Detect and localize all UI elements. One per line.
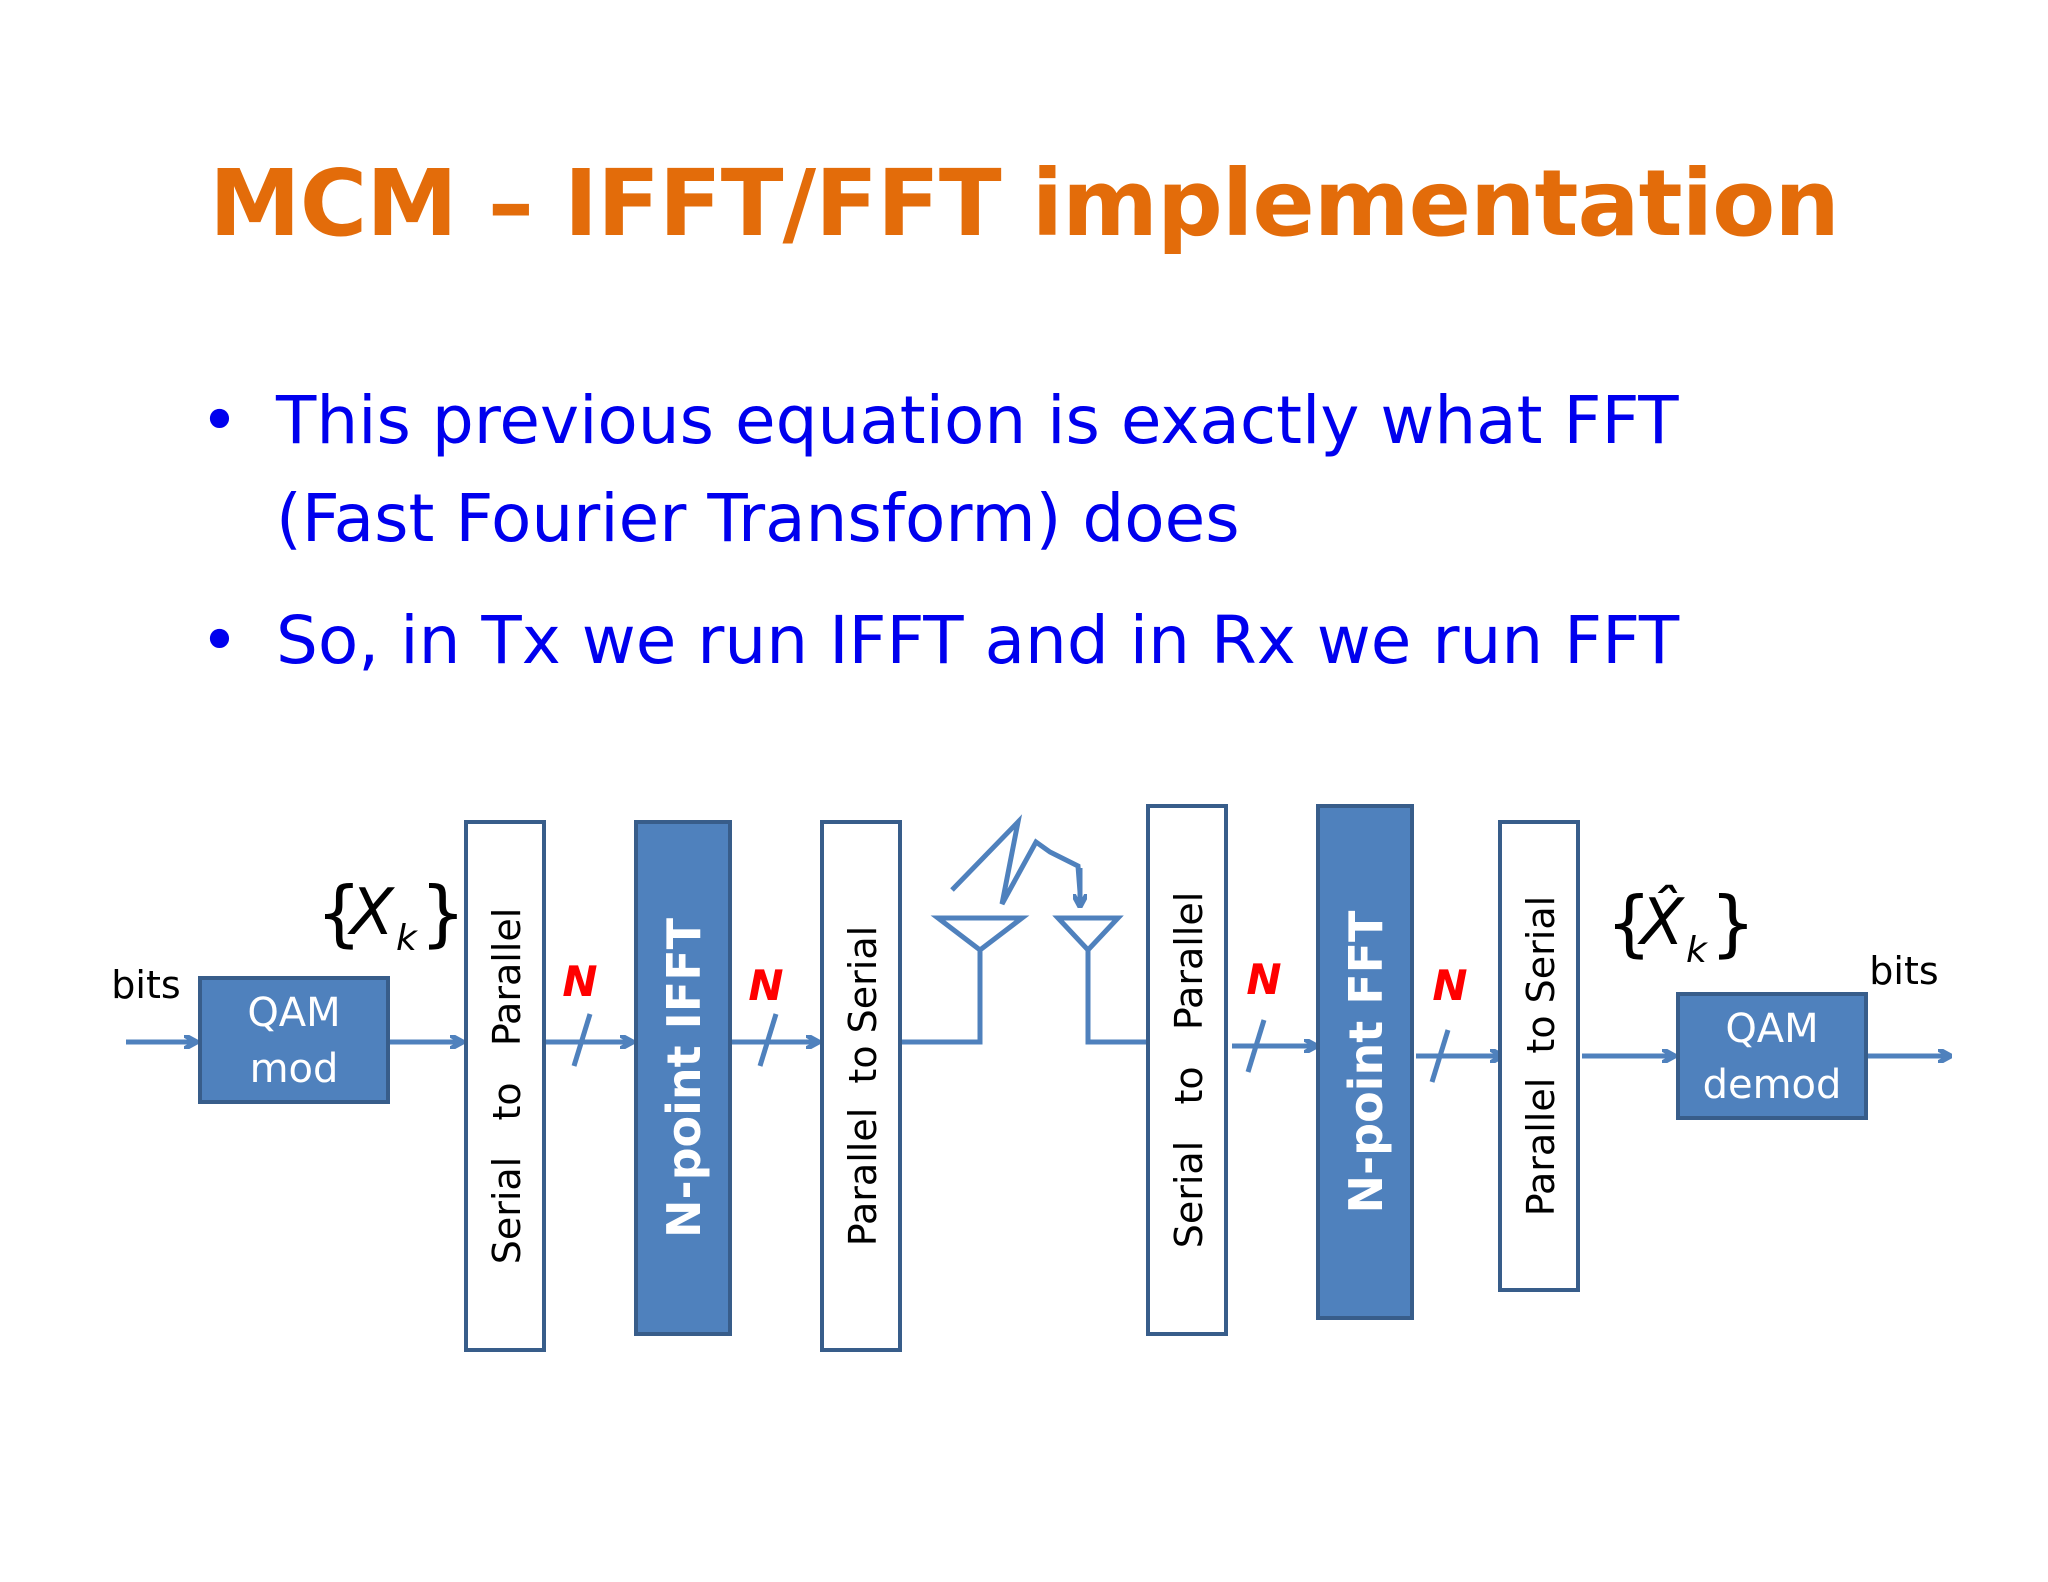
bullet-text: This previous equation is exactly what F… xyxy=(276,382,1679,459)
qam-demod-label: QAM xyxy=(1725,1006,1818,1052)
qam-mod-label: QAM xyxy=(247,990,340,1036)
rx-antenna-icon xyxy=(1052,915,1124,954)
bus-slash xyxy=(1245,1019,1267,1073)
bus-width-label: N xyxy=(748,961,783,1010)
tx-serial-to-parallel-block xyxy=(464,820,546,1352)
bus-width-label: N xyxy=(562,957,597,1006)
bus-slash xyxy=(1429,1029,1451,1083)
bus-width-label: N xyxy=(1246,955,1281,1004)
rx-parallel-to-serial-block xyxy=(1498,820,1580,1292)
svg-text:k: k xyxy=(396,918,419,959)
bullet-marker: • xyxy=(200,382,239,459)
ifft-block xyxy=(634,820,732,1336)
bullet-item: • This previous equation is exactly what… xyxy=(200,372,1679,568)
bullet-text: So, in Tx we run IFFT and in Rx we run F… xyxy=(276,602,1680,679)
rx-serial-to-parallel-block xyxy=(1146,804,1228,1336)
tx-serial-to-parallel-label: Serial to Parallel xyxy=(485,908,529,1265)
tx-symbols-label: { X k } xyxy=(316,871,466,959)
ifft-label: N-point IFFT xyxy=(657,917,711,1238)
fft-label: N-point FFT xyxy=(1339,910,1393,1213)
slide-title: MCM – IFFT/FFT implementation xyxy=(209,150,1840,257)
svg-text:X: X xyxy=(347,876,395,950)
qam-demod-block xyxy=(1676,992,1868,1120)
tx-antenna-icon xyxy=(930,915,1030,954)
bullet-text: (Fast Fourier Transform) does xyxy=(276,480,1240,557)
bullet-item: • So, in Tx we run IFFT and in Rx we run… xyxy=(200,592,1679,690)
bus-slash xyxy=(571,1013,593,1067)
rx-parallel-to-serial-label: Parallel to Serial xyxy=(1519,896,1563,1216)
svg-text:{: { xyxy=(316,871,362,955)
input-bits-label: bits xyxy=(111,963,180,1007)
tx-feed-line xyxy=(900,950,983,1045)
bus-slash xyxy=(757,1013,779,1067)
bullet-marker: • xyxy=(200,602,239,679)
rx-symbols-label: { X̂ k } xyxy=(1606,881,1756,971)
rx-feed-line xyxy=(1085,950,1150,1045)
bus-width-label: N xyxy=(1432,961,1467,1010)
qam-mod-label: mod xyxy=(250,1046,339,1092)
radio-link-icon xyxy=(950,814,1083,906)
qam-demod-label: demod xyxy=(1703,1062,1842,1108)
output-bits-label: bits xyxy=(1869,949,1938,993)
tx-parallel-to-serial-block xyxy=(820,820,902,1352)
svg-text:{: { xyxy=(1606,881,1652,965)
svg-text:}: } xyxy=(420,871,466,955)
rx-serial-to-parallel-label: Serial to Parallel xyxy=(1167,892,1211,1249)
fft-block xyxy=(1316,804,1414,1320)
qam-mod-block xyxy=(198,976,390,1104)
tx-parallel-to-serial-label: Parallel to Serial xyxy=(841,926,885,1246)
svg-text:X̂: X̂ xyxy=(1637,883,1685,960)
svg-text:k: k xyxy=(1686,930,1709,971)
svg-text:}: } xyxy=(1710,881,1756,965)
